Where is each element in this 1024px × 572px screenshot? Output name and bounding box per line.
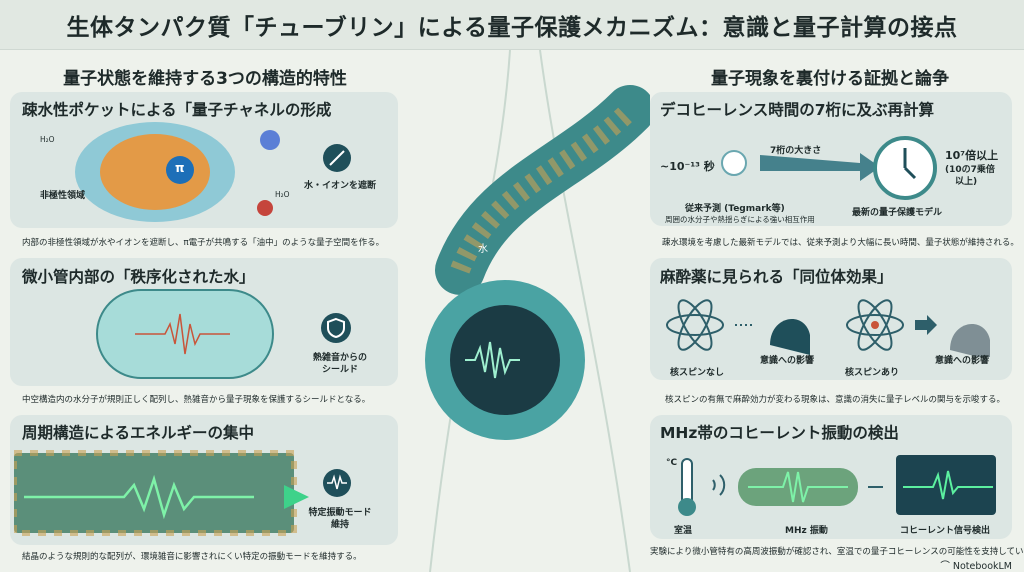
right-heading: 量子現象を裏付ける証拠と論争 <box>711 69 949 89</box>
room-temp-label: 室温 <box>674 526 693 536</box>
nonpolar-region-label: 非極性領域 <box>40 191 86 201</box>
effect-label: 意識への影響 <box>760 356 815 366</box>
periodic-structure-illustration <box>14 450 309 536</box>
new-time-value: 10⁷倍以上 <box>945 149 999 162</box>
caption: 核スピンの有無で麻酔効力が変わる現象は、意識の消失に量子レベルの関与を示唆する。 <box>665 395 1006 405</box>
panel-decoherence <box>650 92 1012 226</box>
magnitude-label: 7桁の大きさ <box>770 146 822 156</box>
vibration-mode-icon <box>323 469 351 497</box>
panel-isotope-effect <box>650 258 1012 380</box>
mhz-illustration <box>678 455 996 516</box>
new-time-note: (10の7乗倍 <box>945 165 995 175</box>
old-time-value: ~10⁻¹³ 秒 <box>660 160 715 173</box>
thermal-shield-label: 熱雑音からの <box>312 353 367 363</box>
notebooklm-brand: ⌒ NotebookLM <box>940 558 1012 572</box>
no-spin-label: 核スピンなし <box>670 368 725 378</box>
thermal-shield-label: シールド <box>321 365 358 375</box>
old-model-sublabel: 周囲の水分子や熱揺らぎによる強い相互作用 <box>665 215 815 224</box>
stopwatch-arrow-illustration <box>721 150 880 181</box>
vibration-mode-label: 維持 <box>330 520 349 530</box>
hydrophobic-pocket-illustration <box>75 122 280 222</box>
pi-electron-label: π <box>175 161 185 175</box>
stopwatch-icon <box>873 136 937 200</box>
caption: 内部の非極性領域が水やイオンを遮断し、π電子が共鳴する「油中」のような量子空間を… <box>22 238 385 248</box>
left-heading: 量子状態を維持する3つの構造的特性 <box>63 69 347 89</box>
isotope-illustration <box>666 299 990 357</box>
new-model-label: 最新の量子保護モデル <box>852 208 943 218</box>
brand-name: NotebookLM <box>952 561 1012 572</box>
caption: 実験により微小管特有の高周波振動が確認され、室温での量子コヒーレンスの可能性を支… <box>650 547 1024 557</box>
caption: 結晶のような規則的な配列が、環境雑音に影響されにくい特定の振動モードを維持する。 <box>22 552 362 562</box>
atom-icon <box>846 299 904 351</box>
h2o-label: H₂O <box>40 135 55 144</box>
ordered-water-illustration <box>96 289 274 379</box>
caption: 中空構造内の水分子が規則正しく配列し、熱雑音から量子現象を保護するシールドとなる… <box>22 395 371 405</box>
panel-title: 疎水性ポケットによる「量子チャネルの形成 <box>22 101 332 119</box>
water-label: 水 <box>478 244 488 255</box>
panel-title: 周期構造によるエネルギーの集中 <box>22 424 255 442</box>
vibration-mode-label: 特定振動モード <box>308 508 372 518</box>
title-bar <box>0 0 1024 50</box>
celsius-label: °C <box>666 458 678 468</box>
microtubule-illustration <box>425 50 650 572</box>
mhz-label: MHz 振動 <box>785 526 828 536</box>
old-model-label: 従来予測 (Tegmark等) <box>685 204 785 214</box>
block-water-label: 水・イオンを遮断 <box>303 181 376 191</box>
h2o-label: H₂O <box>275 190 290 199</box>
new-time-note: 以上) <box>955 177 978 187</box>
block-icon <box>323 144 351 172</box>
atom-icon <box>666 299 724 351</box>
shield-icon <box>321 313 351 343</box>
page-title: 生体タンパク質「チューブリン」による量子保護メカニズム：意識と量子計算の接点 <box>66 15 958 41</box>
effect-label: 意識への影響 <box>935 356 990 366</box>
spin-label: 核スピンあり <box>845 368 900 378</box>
panel-title: 麻酔薬に見られる「同位体効果」 <box>660 268 893 286</box>
notebooklm-logo-icon: ⌒ <box>940 561 953 572</box>
panel-title: デコヒーレンス時間の7桁に及ぶ再計算 <box>660 101 934 119</box>
panel-title: 微小管内部の「秩序化された水」 <box>22 268 255 286</box>
signal-label: コヒーレント信号検出 <box>900 526 991 536</box>
caption: 疎水環境を考慮した最新モデルでは、従来予測より大幅に長い時間、量子状態が維持され… <box>662 238 1019 248</box>
panel-title: MHz帯のコヒーレント振動の検出 <box>660 424 899 442</box>
